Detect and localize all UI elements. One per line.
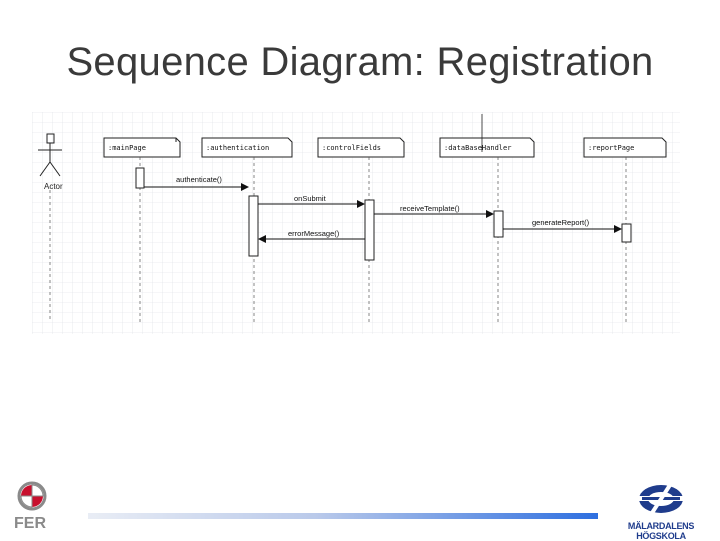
- actor-icon: [38, 133, 62, 177]
- message-label-receivetemplate: receiveTemplate(): [400, 204, 460, 213]
- message-label-errormessage: errorMessage(): [288, 229, 340, 238]
- activation-controlfields: [364, 199, 375, 261]
- object-box-mainpage: [103, 137, 181, 158]
- object-label-mainpage: :mainPage: [108, 144, 146, 152]
- activation-authentication: [248, 195, 259, 257]
- actor-label: Actor: [44, 182, 63, 191]
- activation-databasehandler: [493, 210, 504, 238]
- fer-logo-text: FER: [14, 515, 46, 532]
- object-box-controlfields: [317, 137, 405, 158]
- fer-logo-graphic: FER: [14, 481, 47, 532]
- object-box-databasehandler: [439, 137, 535, 158]
- mdh-logo-text: MÄLARDALENS HÖGSKOLA: [627, 521, 695, 541]
- mdh-logo: MÄLARDALENS HÖGSKOLA: [608, 483, 714, 541]
- footer-gradient-bar: [88, 513, 598, 519]
- object-label-controlfields: :controlFields: [322, 144, 382, 152]
- message-label-authenticate: authenticate(): [176, 175, 222, 184]
- object-label-reportpage: :reportPage: [588, 144, 635, 152]
- diagram-canvas: [32, 112, 680, 334]
- activation-mainpage: [135, 167, 145, 189]
- object-label-authentication: :authentication: [206, 144, 270, 152]
- object-box-authentication: [201, 137, 293, 158]
- slide-title: Sequence Diagram: Registration: [66, 40, 654, 84]
- sequence-diagram: Actor :mainPage :authentication :control…: [32, 112, 680, 334]
- mdh-logo-graphic: [638, 483, 684, 515]
- message-label-onsubmit: onSubmit: [294, 194, 326, 203]
- object-label-databasehandler: :dataBaseHandler: [444, 144, 512, 152]
- activation-reportpage: [621, 223, 632, 243]
- fer-logo: FER: [12, 480, 52, 532]
- message-label-generatereport: generateReport(): [532, 218, 590, 227]
- object-box-reportpage: [583, 137, 667, 158]
